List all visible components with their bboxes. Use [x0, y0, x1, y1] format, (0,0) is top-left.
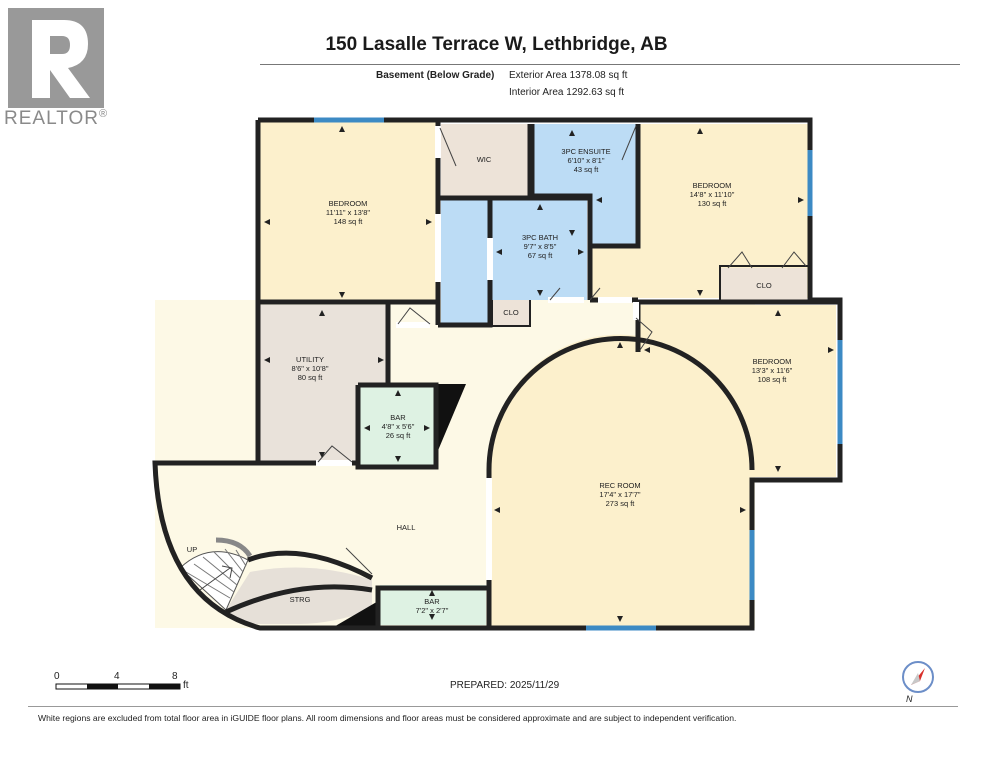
- bar-1-dims: 4'8" x 5'6": [382, 422, 415, 431]
- bath-dims: 9'7" x 8'5": [524, 242, 557, 251]
- bar-1-name: BAR: [390, 413, 406, 422]
- realtor-r-icon: [32, 20, 90, 98]
- interior-area: Interior Area 1292.63 sq ft: [509, 87, 625, 98]
- rec-room-fill: [489, 334, 750, 628]
- storage-fill: [226, 567, 372, 624]
- bedroom-nw-name: BEDROOM: [329, 199, 368, 208]
- bedroom-nw-area: 148 sq ft: [334, 217, 364, 226]
- clo-bath-fill: [492, 300, 530, 325]
- bedroom-nw-fill: [258, 122, 438, 302]
- logo-registered-mark: ®: [99, 108, 109, 120]
- room-fills: [155, 122, 836, 628]
- exterior-area: Exterior Area 1378.08 sq ft: [509, 70, 628, 81]
- clo-bath-name: CLO: [503, 308, 519, 317]
- utility-dims: 8'6" x 10'8": [292, 364, 329, 373]
- utility-name: UTILITY: [296, 355, 324, 364]
- utility-area: 80 sq ft: [298, 373, 324, 382]
- scale-unit: ft: [183, 680, 189, 691]
- linen-fill: [441, 200, 489, 325]
- black-wedge: [434, 384, 466, 460]
- bath-fill: [492, 200, 587, 300]
- level-name: Basement (Below Grade): [376, 70, 495, 81]
- scale-bar: [55, 683, 181, 690]
- rec-room-name: REC ROOM: [599, 481, 640, 490]
- scale-label-8: 8: [172, 671, 178, 682]
- door-gaps: [316, 126, 639, 580]
- realtor-logo-text: REALTOR®: [4, 108, 108, 130]
- windows: [314, 117, 843, 631]
- stairs: [179, 537, 253, 611]
- bedroom-nw-dims: 11'11" x 13'8": [326, 208, 371, 217]
- bath-name: 3PC BATH: [522, 233, 558, 242]
- logo-wordmark: REALTOR: [4, 108, 99, 129]
- bar-2-name: BAR: [424, 597, 440, 606]
- bar-1-fill: [360, 385, 434, 467]
- stair-arrow-icon: [199, 565, 233, 591]
- compass-label: N: [906, 694, 913, 704]
- stairs-label: UP: [187, 545, 197, 554]
- bar-2-fill: [380, 585, 486, 625]
- bath-area: 67 sq ft: [528, 251, 554, 260]
- bedroom-ne-fill: [592, 124, 808, 302]
- stair-curve-rail: [215, 537, 253, 558]
- footer-divider: [28, 706, 958, 707]
- bar-1-area: 26 sq ft: [386, 431, 412, 440]
- thin-walls: [491, 265, 808, 327]
- bedroom-ne-dims: 14'8" x 11'10": [690, 190, 735, 199]
- rec-room-dims: 17'4" x 17'7": [599, 490, 640, 499]
- ensuite-dims: 6'10" x 8'1": [568, 156, 605, 165]
- wic-name: WIC: [477, 155, 492, 164]
- hall-name: HALL: [397, 523, 416, 532]
- bedroom-e-dims: 13'3" x 11'6": [752, 366, 793, 375]
- clo-ne-name: CLO: [756, 281, 772, 290]
- ensuite-name: 3PC ENSUITE: [561, 147, 610, 156]
- compass-icon: [902, 661, 934, 693]
- bar-2-dims: 7'2" x 2'7": [416, 606, 449, 615]
- ensuite-fill: [534, 124, 638, 194]
- rec-room-area: 273 sq ft: [606, 499, 636, 508]
- room-labels: BEDROOM 11'11" x 13'8" 148 sq ft WIC 3PC…: [187, 147, 793, 615]
- black-corner: [332, 600, 380, 628]
- wic-fill: [441, 124, 528, 197]
- bedroom-ne-name: BEDROOM: [693, 181, 732, 190]
- header-divider: [260, 64, 960, 65]
- storage-name: STRG: [290, 595, 311, 604]
- disclaimer: White regions are excluded from total fl…: [38, 713, 737, 723]
- ensuite-lower-fill: [592, 190, 638, 244]
- clo-ne-fill: [721, 268, 807, 300]
- bedroom-ne-area: 130 sq ft: [698, 199, 728, 208]
- realtor-logo-mark: [8, 8, 104, 108]
- scale-label-0: 0: [54, 671, 60, 682]
- ensuite-area: 43 sq ft: [574, 165, 600, 174]
- bedroom-e-name: BEDROOM: [753, 357, 792, 366]
- bedroom-e-area: 108 sq ft: [758, 375, 788, 384]
- dimension-arrows: [264, 126, 834, 622]
- prepared-date: PREPARED: 2025/11/29: [450, 680, 560, 691]
- page-title: 150 Lasalle Terrace W, Lethbridge, AB: [325, 34, 668, 55]
- scale-label-4: 4: [114, 671, 120, 682]
